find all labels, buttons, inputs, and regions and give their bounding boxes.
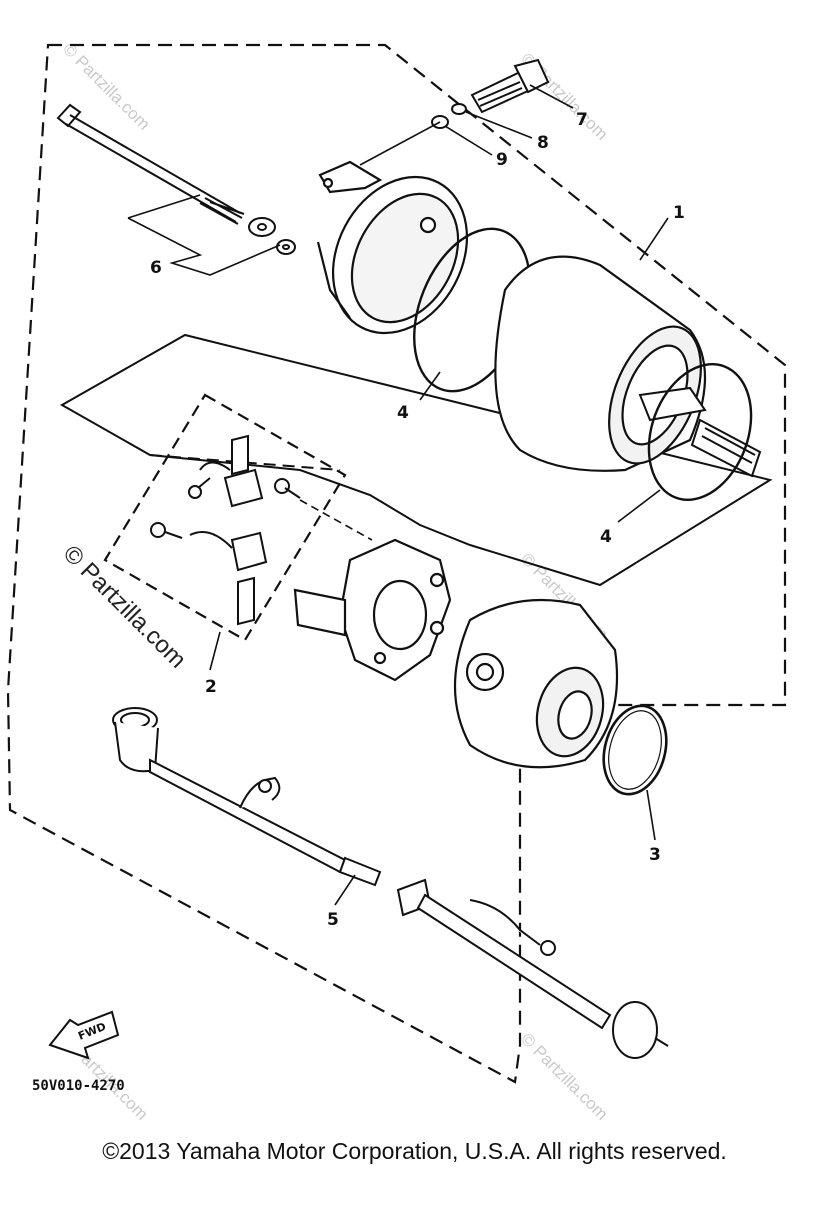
brush-holder	[293, 538, 452, 682]
leader-6	[127, 217, 281, 276]
callout-8: 8	[537, 133, 549, 153]
fwd-arrow-icon: FWD	[48, 1010, 120, 1060]
brush-box	[103, 393, 347, 642]
diagram-code: 50V010-4270	[32, 1078, 125, 1094]
callout-3: 3	[649, 845, 661, 865]
callout-9: 9	[496, 150, 508, 170]
assembly-outline	[6, 43, 787, 1084]
callouts: 1 2 3 4 4 5 6 7 8 9	[150, 110, 685, 930]
callout-leaders	[209, 217, 669, 906]
o-ring-item-3	[602, 704, 668, 796]
washers-left	[248, 217, 296, 255]
callout-4-upper: 4	[397, 403, 409, 423]
callout-5: 5	[327, 910, 339, 930]
front-cover	[316, 160, 469, 335]
mount-bolt	[470, 58, 550, 114]
o-ring-lower	[647, 363, 753, 501]
watermark-bottom-right: © Partzilla.com	[517, 1029, 611, 1123]
callout-4-lower: 4	[600, 527, 612, 547]
callout-2: 2	[205, 677, 217, 697]
leaders-top	[359, 84, 574, 166]
brush-leader	[299, 499, 373, 541]
rear-cover	[453, 598, 619, 769]
motor-yoke	[494, 255, 706, 472]
callout-1: 1	[673, 203, 685, 223]
o-ring-item-3-inner	[608, 710, 662, 790]
copyright-notice: ©2013 Yamaha Motor Corporation, U.S.A. A…	[102, 1138, 727, 1164]
starter-cable-upper	[112, 707, 382, 887]
callout-6: 6	[150, 258, 162, 278]
callout-7: 7	[576, 110, 588, 130]
starter-cable-lower	[396, 878, 669, 1059]
brush-parts	[150, 434, 301, 626]
watermark-main: © Partzilla.com	[58, 540, 191, 673]
through-bolt	[56, 103, 245, 225]
